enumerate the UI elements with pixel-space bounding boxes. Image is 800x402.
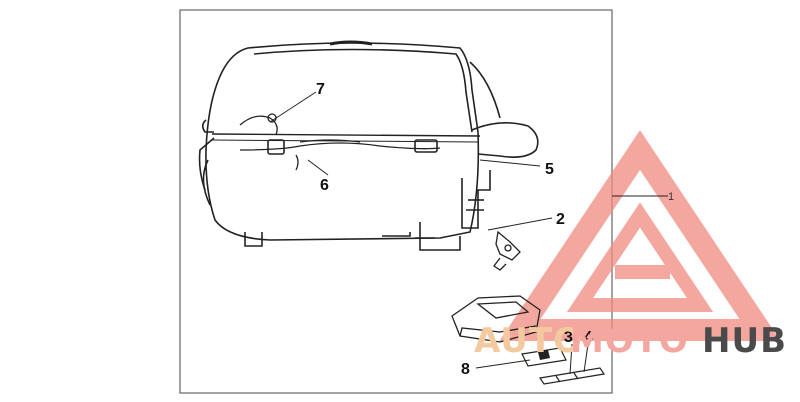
saddlebag-body xyxy=(198,40,539,251)
watermark-text: AUTO MOTO HUB xyxy=(474,321,787,361)
watermark-auto: AUTO xyxy=(474,321,583,361)
callout-7: 7 xyxy=(316,81,325,98)
connector-wire xyxy=(239,113,278,136)
callout-5: 5 xyxy=(545,161,554,178)
wire-harness xyxy=(239,139,441,171)
leader-lines xyxy=(269,91,668,375)
callout-4: 4 xyxy=(584,329,593,346)
watermark-triangle-logo xyxy=(499,130,781,341)
callout-2: 2 xyxy=(556,211,565,228)
lid-part xyxy=(451,295,541,343)
callout-3: 3 xyxy=(564,329,573,346)
watermark-moto: MOTO xyxy=(570,321,689,361)
callout-8: 8 xyxy=(461,361,470,378)
watermark-hub: HUB xyxy=(702,321,787,361)
emblem-part xyxy=(521,347,567,367)
callout-6: 6 xyxy=(320,177,329,194)
sticker-parts xyxy=(538,367,606,385)
callout-1: 1 xyxy=(668,191,674,203)
key-part xyxy=(493,230,521,271)
